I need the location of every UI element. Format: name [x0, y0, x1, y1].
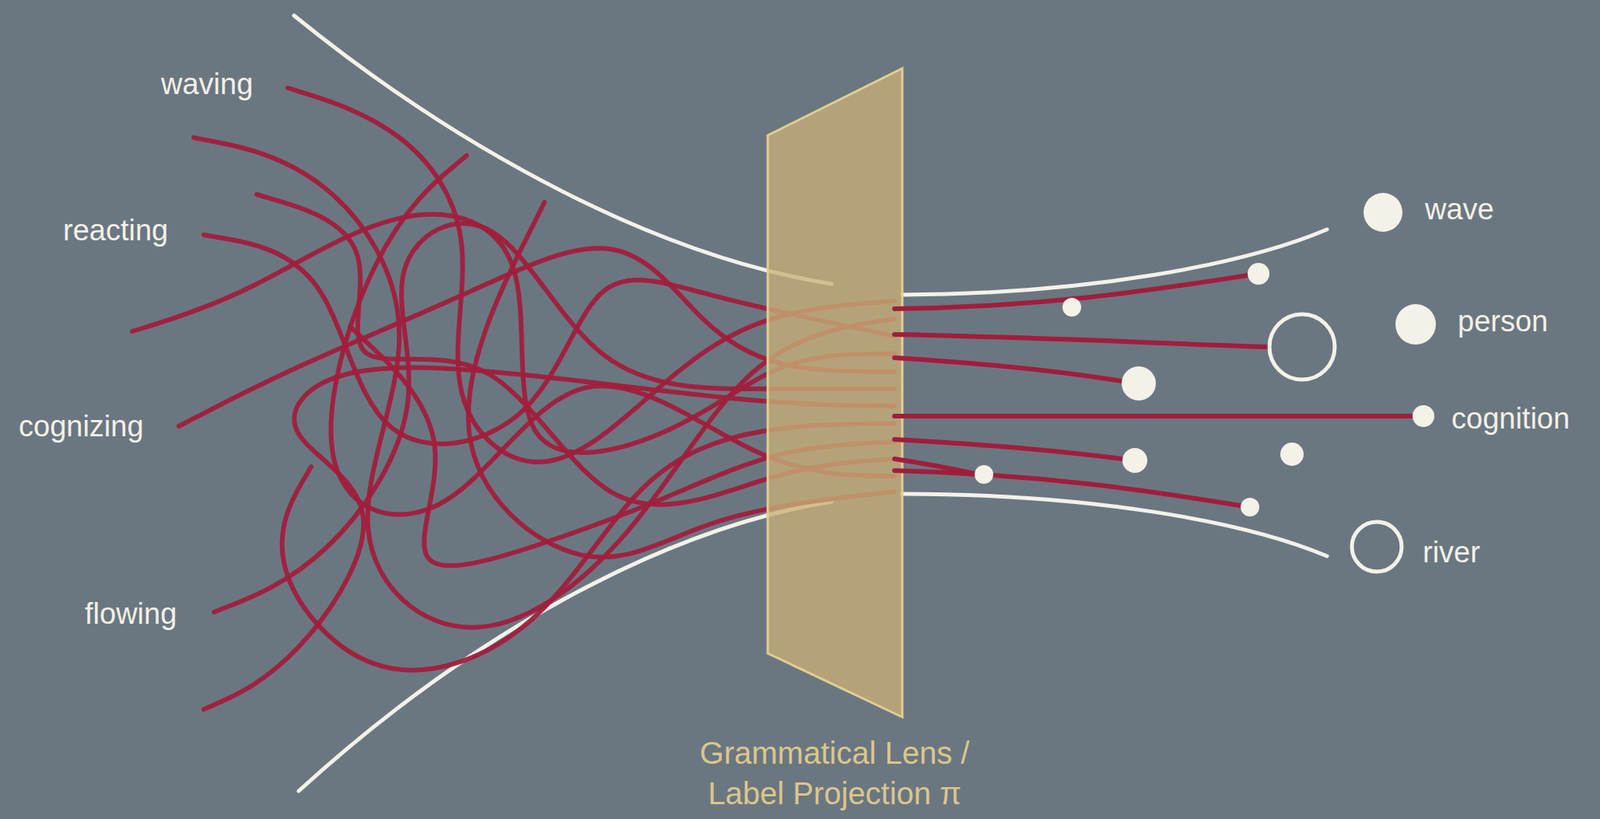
fiber-line [894, 334, 1268, 347]
point [1121, 366, 1156, 401]
term-label: flowing [84, 596, 177, 631]
point [974, 465, 994, 484]
funnel-outline [294, 15, 1327, 792]
lens-caption: Grammatical Lens / Label Projection π [686, 732, 983, 814]
point [1122, 448, 1148, 473]
fiber-line [894, 357, 1122, 382]
term-label: wave [1424, 192, 1495, 227]
point [1395, 304, 1436, 345]
ring [1351, 521, 1402, 572]
ring [1269, 314, 1335, 380]
fiber-line [894, 470, 1241, 506]
term-label: cognizing [18, 409, 144, 444]
fiber-line [894, 439, 1123, 459]
point [1363, 192, 1403, 232]
point [1247, 262, 1270, 285]
lens-plane [767, 68, 903, 718]
fiber-line [894, 413, 1413, 419]
point [1280, 442, 1304, 466]
projected-fibers [894, 275, 1413, 506]
point [1240, 497, 1260, 517]
term-label: river [1422, 535, 1481, 570]
point [1062, 297, 1082, 317]
funnel-curve [902, 493, 1327, 557]
point [1412, 405, 1435, 428]
term-label: person [1457, 304, 1548, 339]
label-points [974, 192, 1436, 572]
term-label: cognition [1451, 401, 1570, 436]
term-label: reacting [63, 213, 169, 248]
funnel-curve [902, 229, 1327, 295]
term-label: waving [161, 66, 253, 102]
